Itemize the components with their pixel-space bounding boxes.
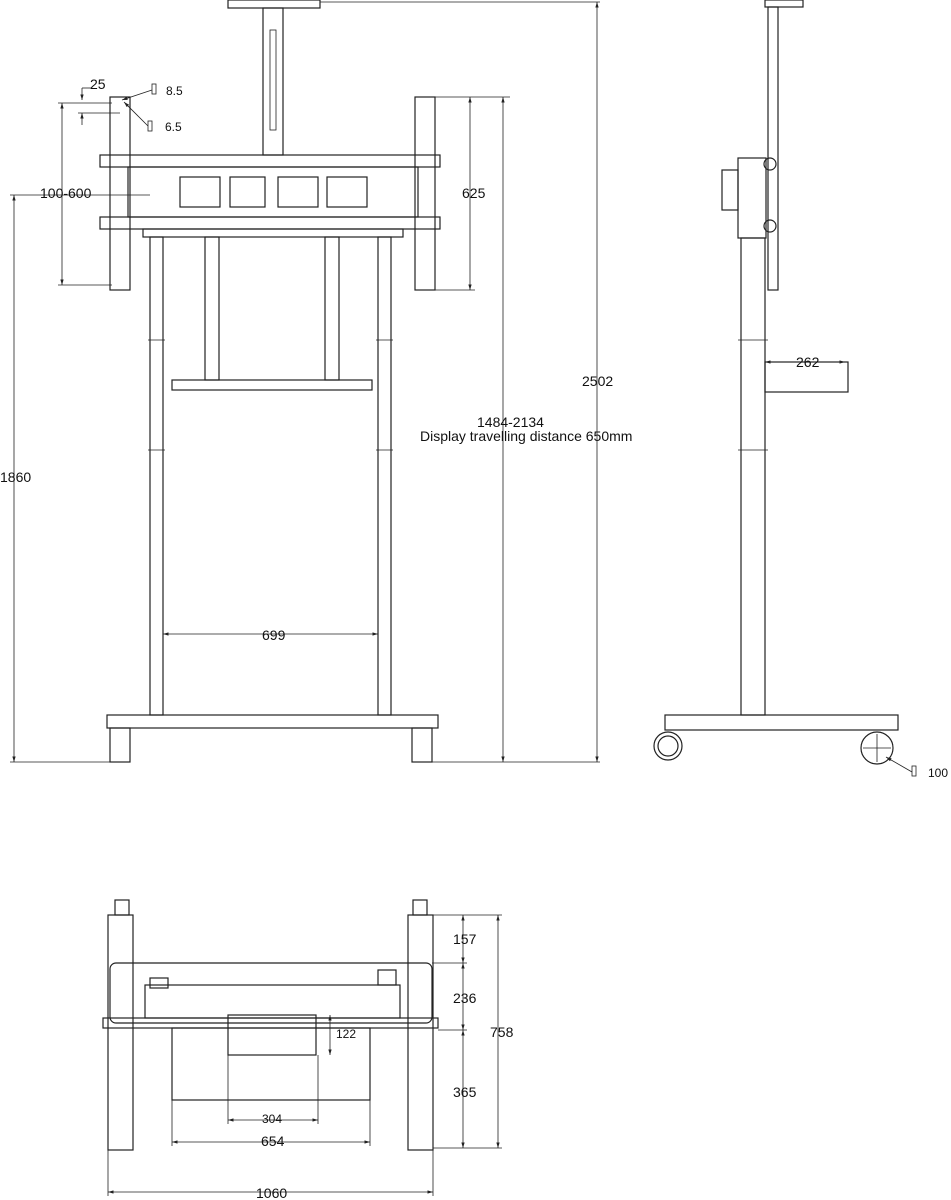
dim-mid-depth: 236	[453, 990, 477, 1006]
top-plate	[109, 962, 433, 1024]
right-leg	[407, 914, 434, 1151]
side-base	[664, 714, 899, 731]
dim-total-width: 1060	[256, 1185, 287, 1200]
dim-rear-depth: 365	[453, 1084, 477, 1100]
dim-total-depth: 758	[490, 1024, 514, 1040]
side-view: 262 100	[653, 0, 948, 780]
dim-box-depth: 122	[336, 1027, 356, 1041]
mount-bar-bottom	[99, 216, 441, 230]
mount-head	[737, 157, 767, 239]
top-tray	[227, 0, 321, 9]
wheel	[860, 731, 894, 765]
caster	[411, 727, 433, 763]
left-leg	[107, 914, 134, 1151]
dim-wheel-diameter: 100	[928, 766, 948, 780]
right-vesa-bracket	[414, 96, 436, 291]
dim-column-height: 1860	[0, 469, 31, 485]
caster	[109, 727, 131, 763]
dim-hole-small: 6.5	[165, 120, 182, 134]
mount-beam	[144, 984, 401, 1019]
left-vesa-bracket	[109, 96, 131, 291]
inner-frame	[171, 1027, 371, 1101]
front-view: 1860 100-600 25 8.5 6.5 625 1484-2134 Di…	[0, 0, 632, 763]
left-column	[149, 236, 164, 716]
side-column	[740, 237, 766, 716]
dim-box-width: 304	[262, 1112, 282, 1126]
wheel	[653, 731, 683, 761]
dim-inner-width: 699	[262, 627, 286, 643]
mount-bar-top	[99, 154, 441, 168]
dim-vesa-width: 100-600	[40, 185, 92, 201]
screen-plate	[767, 6, 779, 291]
camera-shelf	[171, 379, 373, 391]
right-column	[377, 236, 392, 716]
dim-inner-width: 654	[261, 1133, 285, 1149]
dim-shelf-depth: 262	[796, 354, 820, 370]
travel-note: Display travelling distance 650mm	[420, 428, 632, 444]
dim-vesa-height: 625	[462, 185, 486, 201]
mount-frame	[127, 166, 419, 218]
dim-front-depth: 157	[453, 931, 477, 947]
dim-height-range: 1484-2134	[477, 414, 544, 430]
base	[106, 714, 439, 729]
center-box	[227, 1014, 317, 1056]
dim-hole-offset: 25	[90, 76, 106, 92]
bottom-view: 1060 654 304 122 157 236 365 758	[102, 899, 514, 1200]
dim-hole-large: 8.5	[166, 84, 183, 98]
dim-total-height: 2502	[582, 373, 613, 389]
